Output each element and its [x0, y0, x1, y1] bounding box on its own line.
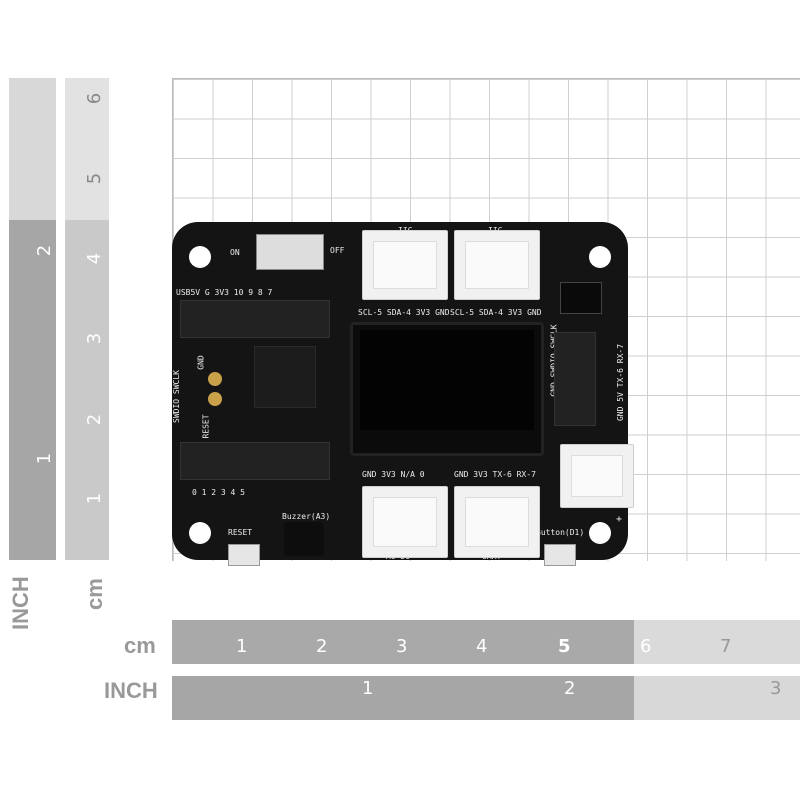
pogo-pad [208, 372, 222, 386]
vertical-cm-number-3: 3 [84, 332, 106, 345]
grove-connector-battery[interactable] [560, 444, 634, 508]
horizontal-inch-number-1: 1 [362, 678, 374, 699]
buzzer [284, 522, 324, 556]
button-d1-label: Button(D1) [536, 528, 585, 537]
vertical-inch-ruler: 1 2 [9, 78, 56, 560]
reset-button[interactable] [228, 544, 260, 566]
buzzer-label: Buzzer(A3) [282, 512, 331, 521]
horizontal-cm-label: cm [124, 633, 156, 658]
top-header-label: USB5V G 3V3 10 9 8 7 [176, 288, 273, 297]
horizontal-cm-number-3: 3 [396, 636, 408, 657]
horizontal-cm-ruler: 1 2 3 4 5 6 7 [172, 620, 800, 664]
vertical-inch-number-1: 1 [34, 452, 56, 465]
bottom-header-label: 0 1 2 3 4 5 [192, 488, 245, 497]
horizontal-inch-label: INCH [104, 678, 158, 703]
switch-on-label: ON [230, 248, 240, 257]
horizontal-cm-number-4: 4 [476, 636, 488, 657]
horizontal-inch-number-3: 3 [770, 678, 782, 699]
oled-display [350, 322, 544, 456]
grove-top-left-pins: SCL-5 SDA-4 3V3 GND [358, 308, 450, 317]
horizontal-cm-number-5: 5 [558, 636, 571, 657]
gnd-side-label: GND [196, 355, 206, 370]
horizontal-cm-number-6: 6 [640, 636, 652, 657]
top-pin-header [180, 300, 330, 338]
grove-bottom-left-pins: GND 3V3 N/A 0 [362, 470, 425, 479]
vertical-cm-number-6: 6 [84, 92, 106, 105]
vertical-inch-label: INCH [8, 576, 33, 630]
vertical-cm-number-5: 5 [84, 172, 106, 185]
vertical-cm-number-4: 4 [84, 252, 106, 265]
reset-side-label: RESET [201, 414, 211, 439]
right-header-label-2: GND 5V TX-6 RX-7 [616, 343, 626, 422]
switch-off-label: OFF [330, 246, 345, 255]
mount-hole-top-right [589, 246, 611, 268]
plus-label: + [616, 514, 623, 525]
bottom-pin-header [180, 442, 330, 480]
mount-hole-bottom-right [589, 522, 611, 544]
vertical-cm-number-2: 2 [84, 413, 106, 426]
reset-button-label: RESET [228, 528, 253, 537]
horizontal-cm-number-7: 7 [720, 636, 732, 657]
right-pin-header [554, 332, 596, 426]
mount-hole-top-left [189, 246, 211, 268]
grove-connector-a0-d0[interactable] [362, 486, 448, 558]
vertical-inch-number-2: 2 [34, 244, 56, 257]
vertical-cm-label: cm [82, 578, 107, 610]
grove-top-right-pins: SCL-5 SDA-4 3V3 GND [450, 308, 542, 317]
vertical-cm-number-1: 1 [84, 492, 106, 505]
horizontal-inch-ruler: 1 2 3 [172, 676, 800, 720]
swd-label: SWDIO SWCLK [171, 370, 181, 423]
grove-connector-iic-left[interactable] [362, 230, 448, 300]
vertical-cm-ruler: 1 2 3 4 5 6 [65, 78, 109, 560]
grove-bottom-right-pins: GND 3V3 TX-6 RX-7 [454, 470, 536, 479]
component-area [254, 346, 316, 408]
grove-connector-iic-right[interactable] [454, 230, 540, 300]
horizontal-cm-number-2: 2 [316, 636, 328, 657]
chip [560, 282, 602, 314]
horizontal-inch-number-2: 2 [564, 678, 576, 699]
pogo-pad [208, 392, 222, 406]
grove-connector-uart[interactable] [454, 486, 540, 558]
power-switch[interactable] [256, 234, 324, 270]
horizontal-cm-number-1: 1 [236, 636, 248, 657]
user-button-d1[interactable] [544, 544, 576, 566]
mount-hole-bottom-left [189, 522, 211, 544]
